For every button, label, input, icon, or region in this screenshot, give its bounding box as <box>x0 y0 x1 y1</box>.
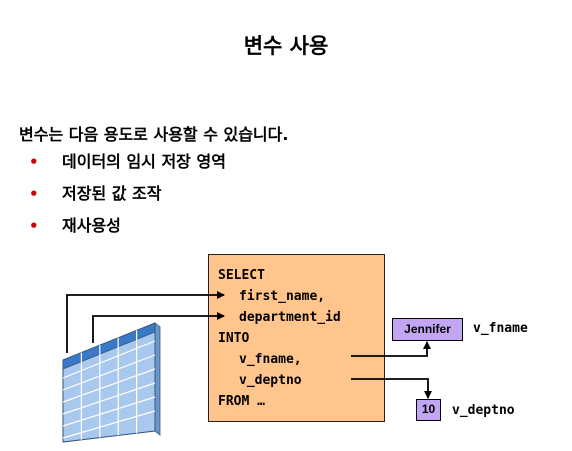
intro-text: 변수는 다음 용도로 사용할 수 있습니다. <box>19 125 289 144</box>
bullet-marker: • <box>29 217 39 235</box>
code-from: FROM … <box>218 394 265 409</box>
bullet-item: • 저장된 값 조작 <box>29 183 226 215</box>
arrow-table-to-department-id <box>92 312 225 343</box>
bullet-list: • 데이터의 임시 저장 영역 • 저장된 값 조작 • 재사용성 <box>29 151 226 247</box>
arrow-to-deptno-value <box>351 378 432 399</box>
bullet-marker: • <box>29 185 39 203</box>
fname-value-box: Jennifer <box>392 318 463 341</box>
deptno-variable-label: v_deptno <box>452 403 515 418</box>
code-v-fname: v_fname, <box>239 352 302 367</box>
deptno-value-box: 10 <box>416 399 441 421</box>
bullet-marker: • <box>29 153 39 171</box>
code-v-deptno: v_deptno <box>239 373 302 388</box>
sql-code-box: SELECT first_name, department_id INTO v_… <box>208 254 385 422</box>
bullet-text: 데이터의 임시 저장 영역 <box>62 152 226 171</box>
bullet-item: • 재사용성 <box>29 215 226 247</box>
fname-variable-label: v_fname <box>473 321 528 336</box>
code-into: INTO <box>218 331 250 346</box>
bullet-text: 저장된 값 조작 <box>62 184 162 203</box>
bullet-item: • 데이터의 임시 저장 영역 <box>29 151 226 183</box>
arrow-to-fname-value <box>351 341 431 357</box>
arrow-table-to-first-name <box>66 291 225 353</box>
page-title: 변수 사용 <box>243 34 329 58</box>
code-department-id: department_id <box>239 310 341 325</box>
bullet-text: 재사용성 <box>62 216 121 235</box>
code-select: SELECT <box>218 268 265 283</box>
database-table-icon <box>62 322 161 443</box>
code-first-name: first_name, <box>239 289 326 304</box>
